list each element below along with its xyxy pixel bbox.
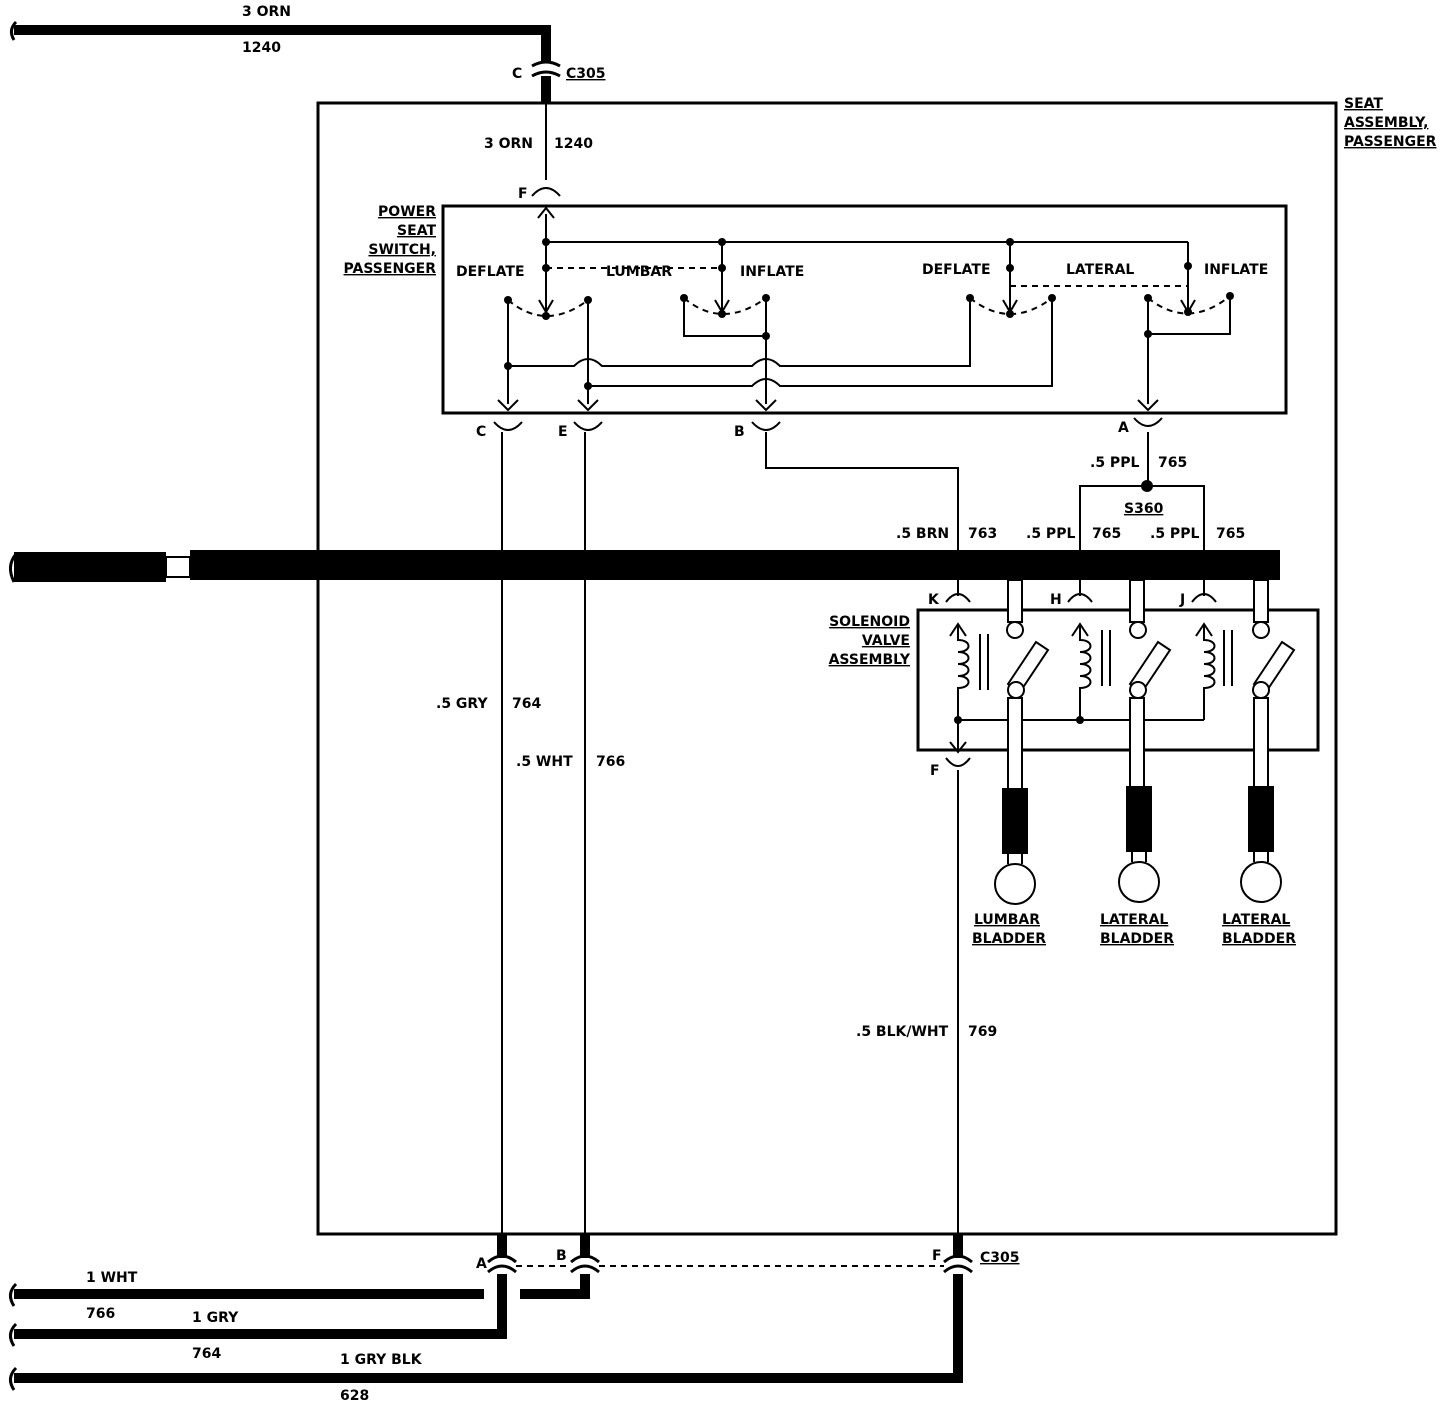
svg-text:POWER: POWER	[378, 204, 436, 220]
power-seat-switch-label: POWER SEAT SWITCH, PASSENGER	[344, 204, 437, 277]
svg-text:.5 BRN: .5 BRN	[896, 526, 949, 542]
deflate-label-2: DEFLATE	[922, 262, 991, 278]
deflate-label-1: DEFLATE	[456, 264, 525, 280]
solenoid-valve-label: SOLENOID VALVE ASSEMBLY	[829, 614, 911, 668]
c305-bottom-connector: A B F C305	[476, 1234, 1020, 1274]
switch-connector-pins: C E B A	[476, 417, 1163, 440]
svg-text:K: K	[928, 592, 940, 608]
svg-text:C305: C305	[980, 1250, 1020, 1266]
svg-text:VALVE: VALVE	[862, 633, 910, 649]
inner-feed-wire: 3 ORN 1240 F	[484, 104, 593, 240]
svg-text:PASSENGER: PASSENGER	[1344, 134, 1437, 150]
svg-text:1 WHT: 1 WHT	[86, 1270, 138, 1286]
output-wires: 1 WHT 766 1 GRY 764 1 GRY BLK 628	[9, 1270, 963, 1404]
switch-pin-f: F	[518, 186, 528, 202]
svg-text:.5 WHT: .5 WHT	[516, 754, 573, 770]
solenoid-valve-box	[916, 608, 1320, 752]
c305-top-label: C305	[566, 66, 606, 82]
svg-text:BLADDER: BLADDER	[1100, 931, 1174, 947]
svg-text:766: 766	[86, 1306, 115, 1322]
svg-text:SWITCH,: SWITCH,	[368, 242, 436, 258]
svg-text:3 ORN: 3 ORN	[484, 136, 533, 152]
svg-text:BLADDER: BLADDER	[1222, 931, 1296, 947]
lateral-bladder-1: LATERAL BLADDER	[1100, 786, 1174, 947]
svg-text:765: 765	[1158, 455, 1187, 471]
lateral-label: LATERAL	[1066, 262, 1134, 278]
solenoid-connector-pins: K H J	[928, 580, 1217, 608]
lumbar-bladder: LUMBAR BLADDER	[972, 788, 1046, 947]
top-feed-wire: 3 ORN 1240 C C305	[9, 4, 606, 104]
svg-text:764: 764	[192, 1346, 221, 1362]
svg-text:.5 PPL: .5 PPL	[1150, 526, 1199, 542]
svg-text:E: E	[558, 424, 568, 440]
gry-wht-wires: .5 GRY 764 .5 WHT 766	[436, 432, 625, 1234]
svg-text:LATERAL: LATERAL	[1222, 912, 1290, 928]
svg-text:J: J	[1179, 592, 1185, 608]
svg-text:1 GRY: 1 GRY	[192, 1310, 239, 1326]
svg-text:SEAT: SEAT	[1344, 96, 1383, 112]
svg-text:.5 GRY: .5 GRY	[436, 696, 488, 712]
svg-text:F: F	[932, 1248, 942, 1264]
c305-top-pin: C	[512, 66, 522, 82]
lumbar-label: LUMBAR	[606, 264, 672, 280]
svg-text:763: 763	[968, 526, 997, 542]
top-feed-circuit: 1240	[242, 40, 281, 56]
seat-assembly-box	[316, 101, 1338, 1236]
inflate-label-2: INFLATE	[1204, 262, 1268, 278]
svg-text:628: 628	[340, 1388, 369, 1404]
switch-internals: DEFLATE LUMBAR INFLATE DEFLATE LATERAL I…	[456, 238, 1268, 412]
svg-text:F: F	[930, 763, 940, 779]
svg-text:765: 765	[1092, 526, 1121, 542]
svg-text:.5 PPL: .5 PPL	[1026, 526, 1075, 542]
brn-wire: .5 BRN 763	[765, 432, 997, 550]
svg-text:ASSEMBLY: ASSEMBLY	[829, 652, 911, 668]
lateral-bladder-2: LATERAL BLADDER	[1222, 786, 1296, 947]
svg-text:B: B	[734, 424, 745, 440]
svg-text:LUMBAR: LUMBAR	[974, 912, 1040, 928]
svg-text:764: 764	[512, 696, 541, 712]
svg-text:ASSEMBLY,: ASSEMBLY,	[1344, 115, 1428, 131]
power-seat-switch-box	[441, 204, 1288, 415]
harness-bar	[9, 550, 1280, 583]
svg-text:A: A	[476, 1256, 487, 1272]
blk-wht-wire: F .5 BLK/WHT 769	[856, 757, 997, 1234]
svg-text:LATERAL: LATERAL	[1100, 912, 1168, 928]
splice-s360: .5 PPL 765 S360 .5 PPL 765 .5 PPL 765	[1026, 432, 1245, 550]
svg-text:SEAT: SEAT	[397, 223, 436, 239]
svg-text:B: B	[556, 1248, 567, 1264]
svg-text:.5 BLK/WHT: .5 BLK/WHT	[856, 1024, 949, 1040]
svg-text:PASSENGER: PASSENGER	[344, 261, 437, 277]
svg-text:765: 765	[1216, 526, 1245, 542]
svg-text:1240: 1240	[554, 136, 593, 152]
top-feed-color: 3 ORN	[242, 4, 291, 20]
svg-text:A: A	[1118, 420, 1129, 436]
inflate-label-1: INFLATE	[740, 264, 804, 280]
svg-text:1 GRY BLK: 1 GRY BLK	[340, 1352, 423, 1368]
seat-assembly-label: SEAT ASSEMBLY, PASSENGER	[1344, 96, 1437, 150]
svg-text:C: C	[476, 424, 486, 440]
svg-text:766: 766	[596, 754, 625, 770]
svg-text:769: 769	[968, 1024, 997, 1040]
svg-text:H: H	[1050, 592, 1062, 608]
svg-text:.5 PPL: .5 PPL	[1090, 455, 1139, 471]
svg-text:S360: S360	[1124, 501, 1164, 517]
svg-text:BLADDER: BLADDER	[972, 931, 1046, 947]
solenoid-internals	[949, 579, 1296, 791]
svg-text:SOLENOID: SOLENOID	[829, 614, 910, 630]
